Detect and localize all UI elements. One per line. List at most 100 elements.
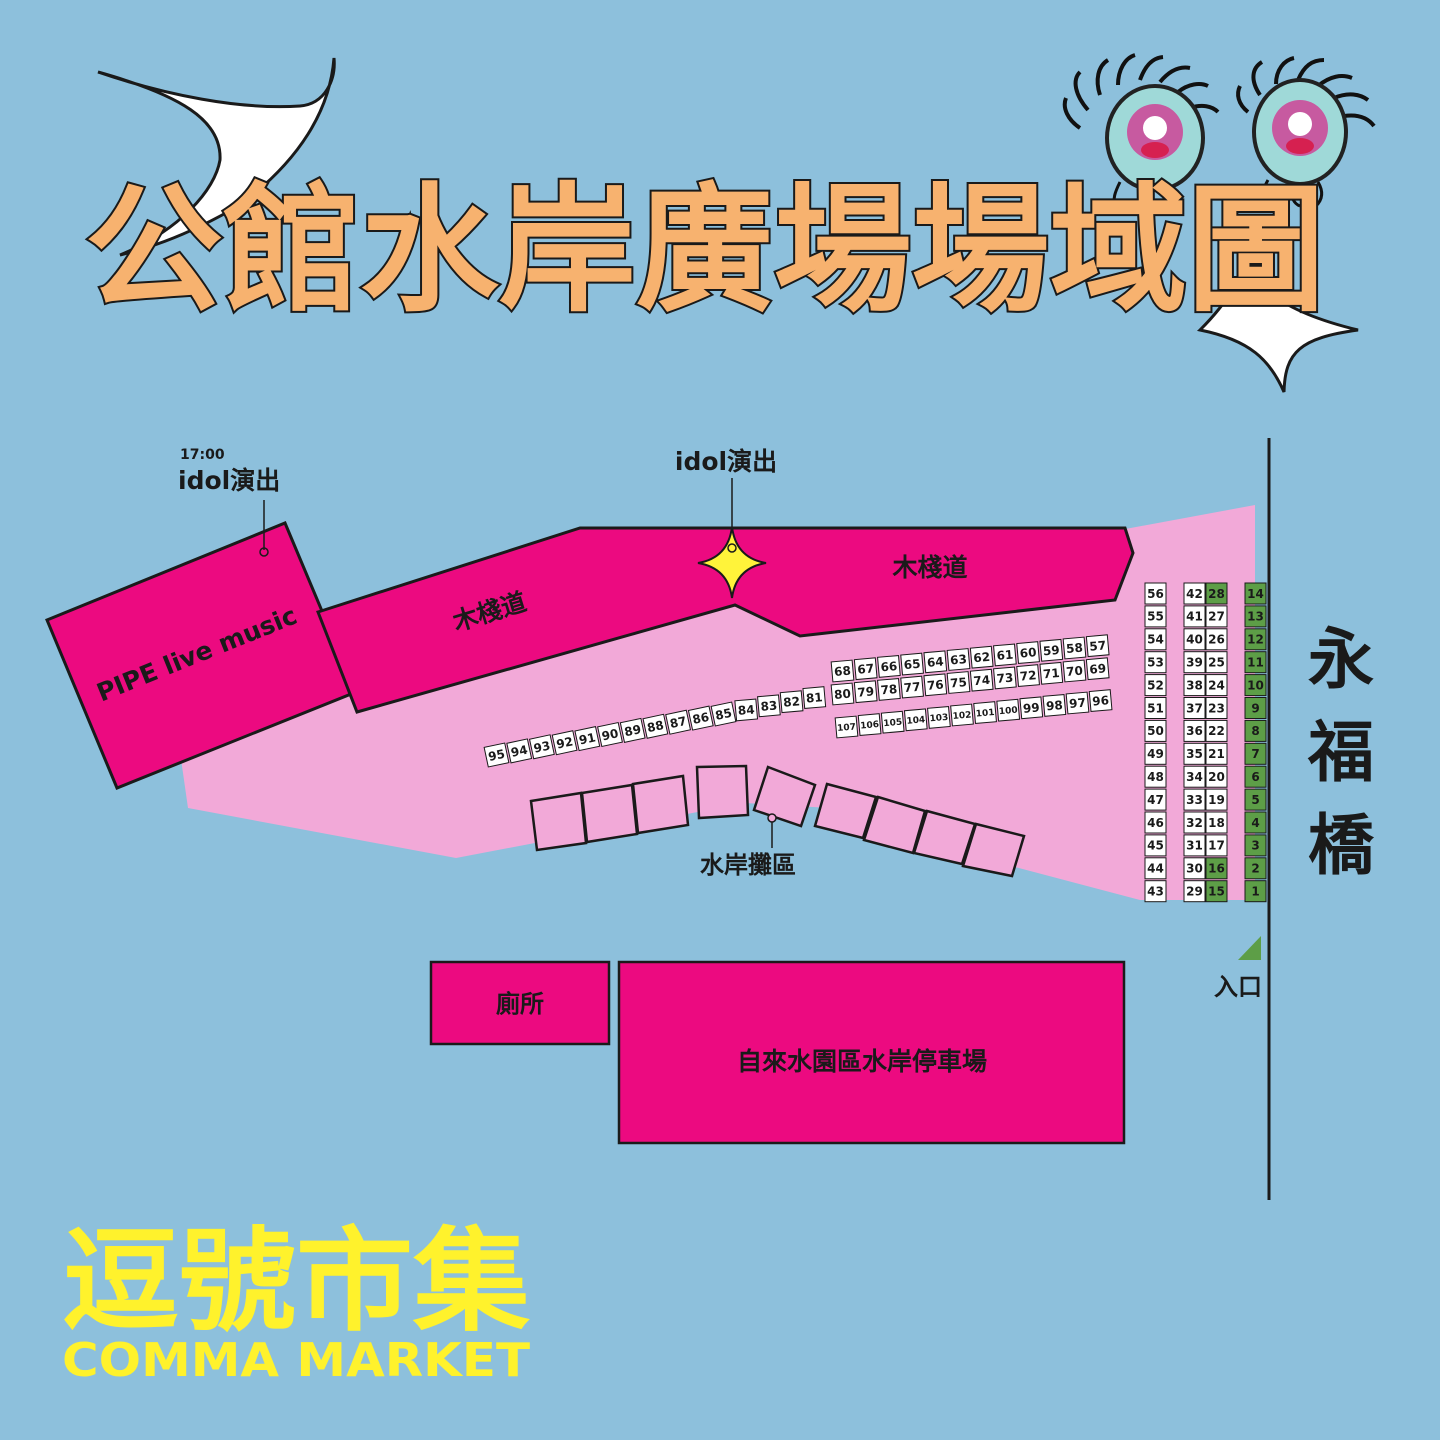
booth[interactable]: 11 [1244,651,1267,674]
booth[interactable]: 64 [923,650,948,674]
booth[interactable]: 23 [1205,697,1228,719]
booth[interactable]: 90 [597,721,623,748]
booth[interactable]: 15 [1205,880,1228,903]
booth[interactable]: 42 [1183,582,1206,605]
booth[interactable]: 31 [1183,834,1206,857]
booth[interactable]: 96 [1088,689,1113,713]
booth[interactable]: 2 [1244,857,1267,880]
booth[interactable]: 76 [923,673,948,697]
booth[interactable]: 102 [950,703,974,727]
booth[interactable]: 94 [506,738,533,764]
booth[interactable]: 73 [993,666,1017,690]
booth[interactable]: 68 [830,659,855,683]
booth[interactable]: 62 [969,645,994,669]
booth[interactable]: 107 [834,715,859,739]
waterfront-stall[interactable] [695,764,750,820]
booth[interactable]: 8 [1244,719,1267,742]
booth[interactable]: 46 [1144,811,1167,834]
waterfront-stall[interactable] [529,791,588,852]
booth[interactable]: 22 [1205,719,1228,742]
entrance-icon[interactable] [1238,936,1261,960]
booth[interactable]: 77 [900,675,924,699]
booth[interactable]: 56 [1144,582,1167,605]
booth[interactable]: 70 [1062,659,1087,683]
booth[interactable]: 34 [1183,765,1206,788]
waterfront-stall[interactable] [912,809,977,866]
booth[interactable]: 54 [1144,628,1167,651]
booth[interactable]: 74 [969,668,994,692]
booth[interactable]: 25 [1205,651,1228,674]
parking-area[interactable] [617,960,1126,1145]
booth[interactable]: 10 [1244,674,1267,697]
booth[interactable]: 39 [1183,651,1206,674]
booth[interactable]: 18 [1205,811,1228,834]
booth[interactable]: 12 [1244,628,1267,651]
booth[interactable]: 79 [853,680,878,704]
booth[interactable]: 89 [619,717,646,743]
booth[interactable]: 17 [1205,834,1228,857]
booth[interactable]: 67 [853,657,878,681]
booth[interactable]: 92 [551,730,578,756]
booth[interactable]: 52 [1144,674,1167,697]
booth[interactable]: 106 [857,713,882,737]
booth[interactable]: 104 [903,708,928,732]
booth[interactable]: 24 [1205,674,1228,697]
waterfront-stall[interactable] [752,765,817,828]
booth[interactable]: 38 [1183,674,1206,697]
waterfront-stall[interactable] [631,774,690,835]
booth[interactable]: 53 [1144,651,1167,674]
booth[interactable]: 85 [710,701,737,727]
booth[interactable]: 72 [1016,664,1040,688]
booth[interactable]: 9 [1244,697,1267,719]
booth[interactable]: 75 [946,671,971,694]
booth[interactable]: 93 [528,734,555,760]
booth[interactable]: 26 [1205,628,1228,651]
booth[interactable]: 36 [1183,719,1206,742]
booth[interactable]: 98 [1042,693,1067,717]
booth[interactable]: 33 [1183,788,1206,811]
booth[interactable]: 13 [1244,605,1267,628]
booth[interactable]: 4 [1244,811,1267,834]
booth[interactable]: 63 [946,648,971,671]
booth[interactable]: 86 [687,705,714,731]
booth[interactable]: 27 [1205,605,1228,628]
booth[interactable]: 47 [1144,788,1167,811]
star-icon[interactable] [697,526,767,599]
booth[interactable]: 101 [973,701,997,725]
booth[interactable]: 95 [483,742,510,768]
booth[interactable]: 20 [1205,765,1228,788]
booth[interactable]: 58 [1062,636,1087,660]
booth[interactable]: 1 [1244,880,1267,903]
booth[interactable]: 69 [1085,657,1110,681]
booth[interactable]: 60 [1016,641,1040,665]
booth[interactable]: 99 [1019,696,1044,720]
booth[interactable]: 14 [1244,582,1267,605]
booth[interactable]: 5 [1244,788,1267,811]
booth[interactable]: 41 [1183,605,1206,628]
booth[interactable]: 21 [1205,742,1228,765]
booth[interactable]: 55 [1144,605,1167,628]
booth[interactable]: 28 [1205,582,1228,605]
booth[interactable]: 105 [880,710,905,734]
booth[interactable]: 37 [1183,697,1206,719]
booth[interactable]: 35 [1183,742,1206,765]
booth[interactable]: 29 [1183,880,1206,903]
booth[interactable]: 81 [802,686,827,710]
booth[interactable]: 71 [1039,661,1064,685]
waterfront-stall[interactable] [961,822,1026,878]
booth[interactable]: 59 [1039,638,1064,662]
booth[interactable]: 7 [1244,742,1267,765]
booth[interactable]: 103 [927,705,951,729]
booth[interactable]: 84 [734,698,759,722]
waterfront-stall[interactable] [813,782,878,840]
booth[interactable]: 50 [1144,719,1167,742]
booth[interactable]: 65 [900,652,924,676]
booth[interactable]: 78 [877,677,901,701]
booth[interactable]: 66 [877,654,901,678]
toilet-area[interactable] [429,960,611,1046]
booth[interactable]: 44 [1144,857,1167,880]
booth[interactable]: 87 [665,709,692,735]
booth[interactable]: 45 [1144,834,1167,857]
booth[interactable]: 32 [1183,811,1206,834]
booth[interactable]: 82 [779,690,804,714]
